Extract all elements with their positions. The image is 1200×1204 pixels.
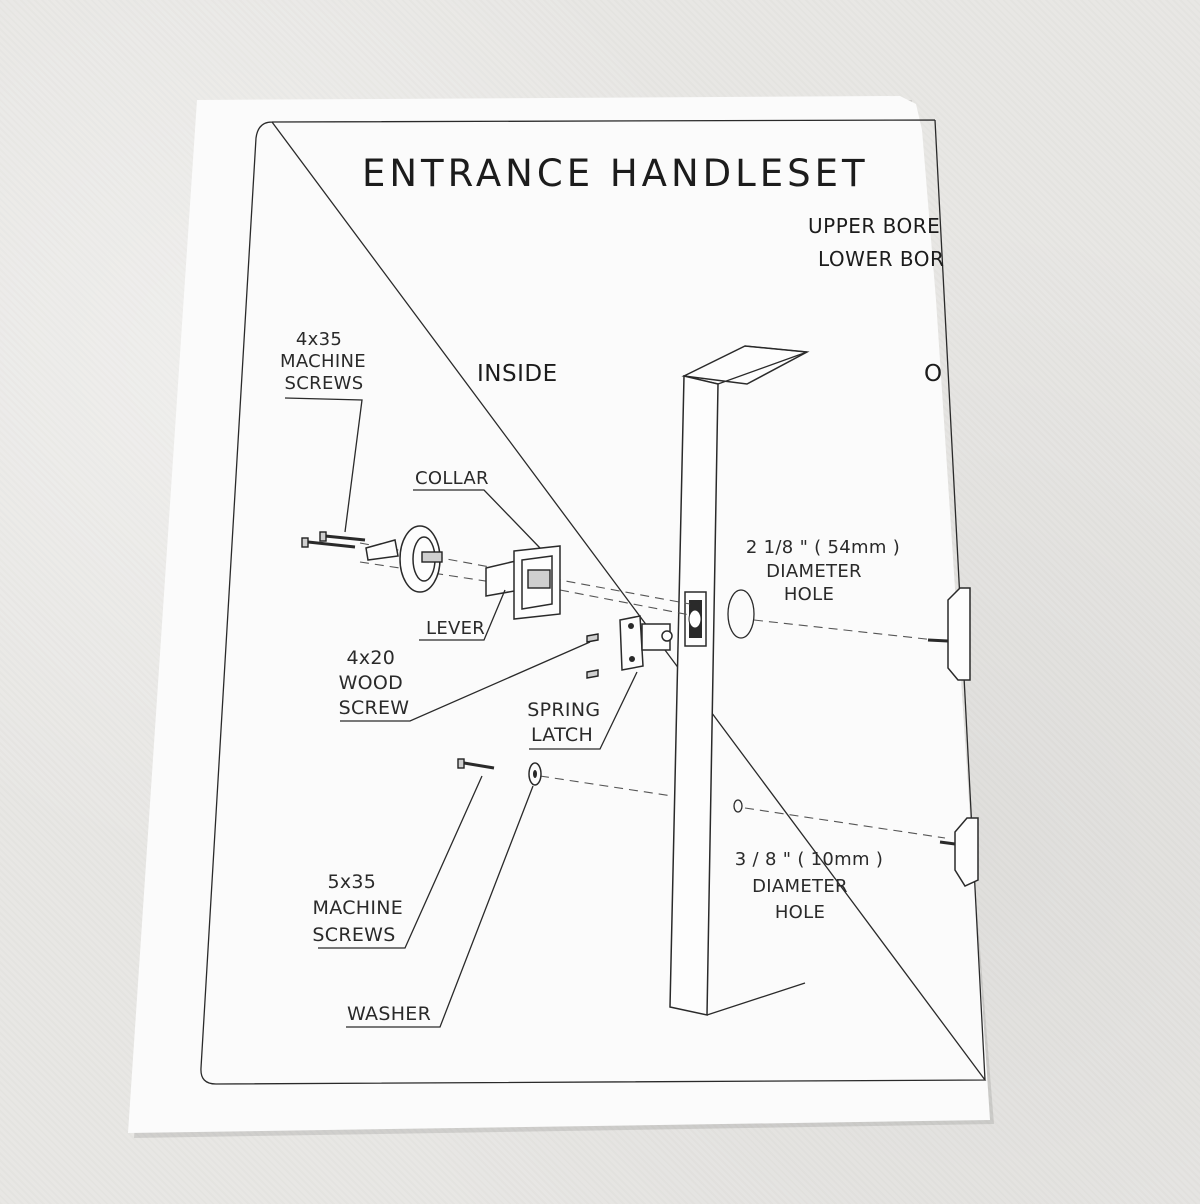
collar-part [485,545,561,620]
washer-part [528,762,542,786]
lower-hole-label: 3 / 8 " ( 10mm ) DIAMETER HOLE [735,849,889,923]
upper-bore-label: UPPER BORE [808,214,940,238]
lower-bore-label: LOWER BOR [818,247,944,271]
wood-screw-label: 4x20 WOOD SCREW [339,647,410,719]
lower-bore-hole [733,799,743,813]
outside-handle-parts-partial [927,587,979,887]
door-diagram [669,345,810,1016]
machine-screws-bottom-label: 5x35 MACHINE SCREWS [312,871,409,946]
leader-lines [284,397,638,1028]
machine-screws-bottom-part [457,758,495,770]
upper-hole-label: 2 1/8 " ( 54mm ) DIAMETER HOLE [746,537,906,605]
outside-label-partial: O [924,361,943,387]
washer-label: WASHER [347,1003,431,1025]
collar-label: COLLAR [415,468,489,489]
spring-latch-label: SPRING LATCH [527,699,606,746]
inside-label: INSIDE [477,361,558,387]
machine-screws-top-part [301,531,366,549]
upper-bore-hole [727,589,755,639]
page-title: ENTRANCE HANDLESET [362,152,869,195]
machine-screws-top-label: 4x35 MACHINE SCREWS [280,329,372,394]
spring-latch-part [586,615,673,679]
lever-part [365,525,443,593]
lever-label: LEVER [426,618,485,639]
